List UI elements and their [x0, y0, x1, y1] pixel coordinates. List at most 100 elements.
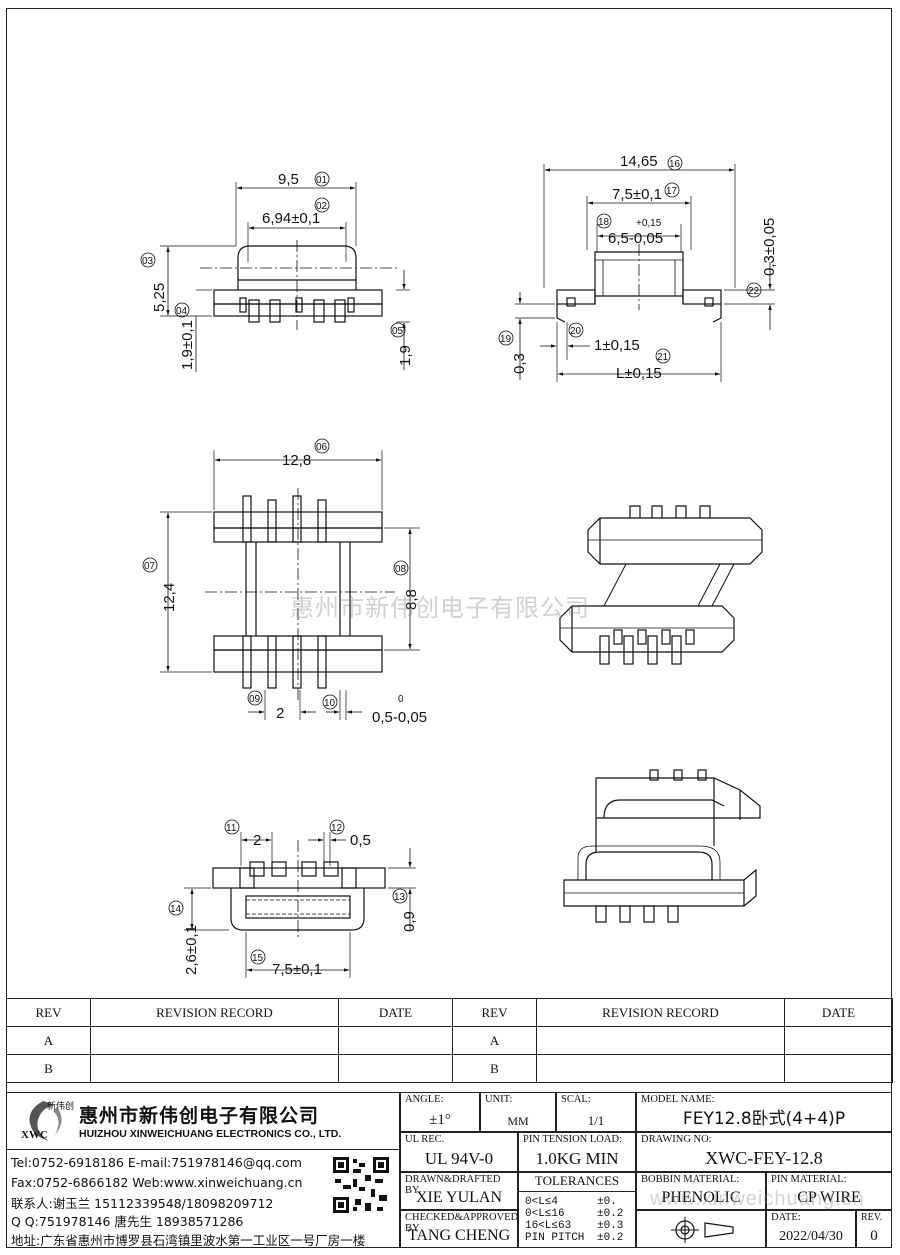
date-value: 2022/04/30	[779, 1229, 843, 1244]
dimension-labels: 9,5 6,94±0,1 5,25 1,9±0,1 1,9 14,65 7,5±…	[151, 153, 778, 978]
revision-table: REV REVISION RECORD DATE REV REVISION RE…	[6, 998, 893, 1083]
svg-text:20: 20	[570, 326, 582, 337]
checked-by-value: TANG CHENG	[407, 1227, 511, 1244]
balloon-22: 22	[746, 282, 762, 298]
company-block: 新伟创 XWC 惠州市新伟创电子有限公司 HUIZHOU XINWEICHUAN…	[6, 1092, 400, 1248]
balloon-20: 20	[568, 322, 584, 338]
contact: 联系人:谢玉兰 15112339548/18098209712	[11, 1196, 274, 1211]
tol-value-1: ±0.	[597, 1196, 617, 1208]
date-cell	[338, 1054, 453, 1083]
tol-value-2: ±0.2	[597, 1208, 624, 1220]
balloon-11: 11	[224, 819, 240, 835]
date-cell	[338, 1026, 453, 1055]
dim-04: 1,9±0,1	[179, 320, 196, 370]
rev-header: REV	[452, 998, 537, 1027]
rev-value: 0	[870, 1228, 878, 1244]
balloon-06: 06	[314, 438, 330, 454]
balloon-callouts: 01 02 03 04 05 06 07 08 09 10 11 12 13 1…	[140, 155, 762, 965]
svg-text:14: 14	[170, 904, 182, 915]
dim-08: 8,8	[403, 589, 420, 610]
company-name-cn: 惠州市新伟创电子有限公司	[79, 1105, 320, 1127]
dim-16: 14,65	[620, 153, 658, 170]
date-header: DATE	[784, 998, 893, 1027]
dim-06: 12,8	[282, 452, 311, 469]
revision-header-row: REV REVISION RECORD DATE REV REVISION RE…	[6, 998, 893, 1027]
drawing-no-cell: DRAWING NO:XWC-FEY-12.8	[636, 1132, 892, 1172]
record-cell	[536, 1026, 785, 1055]
date-cell	[784, 1054, 893, 1083]
tol-value-4: ±0.2	[597, 1232, 624, 1244]
model-value: FEY12.8卧式(4+4)P	[682, 1109, 846, 1129]
dim-19: 0,3	[511, 353, 528, 374]
dim-11: 2	[253, 832, 261, 849]
record-cell	[90, 1054, 339, 1083]
svg-text:04: 04	[176, 306, 188, 317]
dim-18: 6,5-0,05	[608, 230, 663, 247]
bobbin-material-value: PHENOLIC	[661, 1189, 741, 1206]
bobbin-material-cell: BOBBIN MATERIAL:PHENOLIC	[636, 1172, 766, 1210]
balloon-03: 03	[140, 252, 156, 268]
side-view	[515, 164, 775, 382]
dim-18-tol: +0,15	[636, 218, 662, 229]
revision-record-header: REVISION RECORD	[90, 998, 339, 1027]
top-view	[160, 182, 410, 372]
unit-value: MM	[507, 1114, 529, 1128]
angle-value: ±1°	[429, 1112, 451, 1128]
pin-material-cell: PIN MATERIAL:CP WIRE	[766, 1172, 892, 1210]
balloon-07: 07	[142, 557, 158, 573]
projection-symbol-icon	[671, 1217, 734, 1243]
tolerances-header: TOLERANCES	[519, 1173, 635, 1192]
logo-subtext: 新伟创	[47, 1102, 75, 1112]
svg-text:16: 16	[669, 159, 681, 170]
balloon-18: 18	[596, 213, 612, 229]
drawing-no-value: XWC-FEY-12.8	[705, 1148, 823, 1168]
dim-01: 9,5	[278, 171, 299, 188]
revision-record-header: REVISION RECORD	[536, 998, 785, 1027]
angle-cell: ANGLE:±1°	[400, 1092, 480, 1132]
drawn-by-value: XIE YULAN	[415, 1189, 503, 1206]
rev-cell: A	[452, 1026, 537, 1055]
ul-value: UL 94V-0	[424, 1149, 494, 1168]
logo-text: XWC	[21, 1129, 48, 1141]
fax-web: Fax:0752-6866182 Web:www.xinweichuang.cn	[11, 1175, 303, 1190]
svg-text:05: 05	[392, 326, 404, 337]
dim-20: 1±0,15	[594, 337, 640, 354]
front-view	[184, 832, 416, 978]
balloon-13: 13	[392, 888, 408, 904]
dim-15: 7,5±0,1	[272, 961, 322, 978]
rev-cell: REV.0	[856, 1210, 892, 1248]
svg-text:13: 13	[394, 892, 406, 903]
dim-22: 0,3±0,05	[761, 218, 778, 276]
isometric-view-bottom	[559, 505, 763, 665]
revision-row: A A	[6, 1026, 893, 1055]
dim-03: 5,25	[151, 283, 168, 312]
tol-range-2: 0<L≤16	[525, 1208, 565, 1220]
web-watermark: www.xinweichuang.cn	[650, 1188, 865, 1210]
pin-tension-value: 1.0KG MIN	[535, 1149, 619, 1168]
qr-code	[331, 1155, 391, 1215]
balloon-14: 14	[168, 900, 184, 916]
svg-text:01: 01	[316, 175, 328, 186]
dim-12: 0,5	[350, 832, 371, 849]
balloon-15: 15	[250, 949, 266, 965]
revision-row: B B	[6, 1054, 893, 1083]
tolerances-cell: TOLERANCES 0<L≤4 ±0. 0<L≤16 ±0.2 16<L≤63…	[518, 1172, 636, 1248]
dim-05: 1,9	[397, 345, 414, 366]
balloon-02: 02	[314, 197, 330, 213]
record-cell	[536, 1054, 785, 1083]
dim-02: 6,94±0,1	[262, 210, 320, 227]
rev-header: REV	[6, 998, 91, 1027]
rev-cell: B	[452, 1054, 537, 1083]
ul-cell: UL REC.UL 94V-0	[400, 1132, 518, 1172]
svg-text:11: 11	[226, 823, 237, 834]
balloon-09: 09	[247, 690, 263, 706]
rev-cell: B	[6, 1054, 91, 1083]
bottom-view	[160, 450, 420, 720]
date-cell	[784, 1026, 893, 1055]
dim-13: 0,9	[401, 911, 418, 932]
model-cell: MODEL NAME:FEY12.8卧式(4+4)P	[636, 1092, 892, 1132]
pin-tension-cell: PIN TENSION LOAD:1.0KG MIN	[518, 1132, 636, 1172]
svg-text:10: 10	[324, 698, 336, 709]
